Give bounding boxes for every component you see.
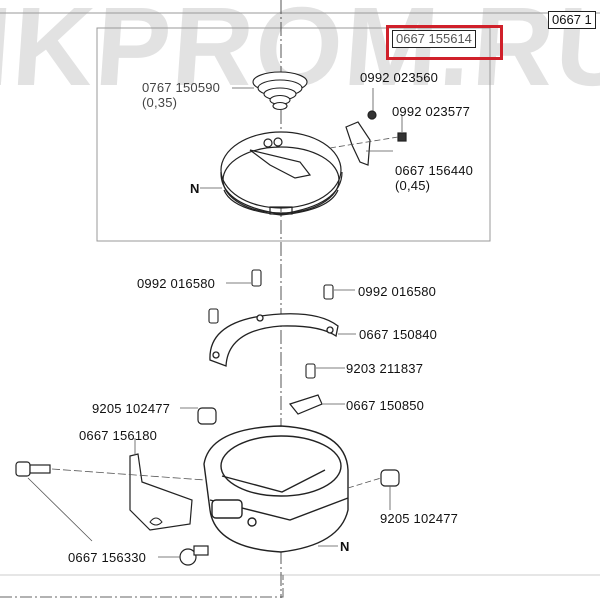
part-note: (0,45): [395, 178, 431, 193]
part-label[interactable]: 0667 150840: [359, 327, 438, 342]
part-label[interactable]: 0992 023560: [360, 70, 439, 85]
part-label[interactable]: 0992 016580: [358, 284, 437, 299]
set-screw-icon: [197, 407, 217, 425]
part-note: (0,35): [142, 95, 178, 110]
arc-plate-icon: [209, 313, 339, 367]
guard-icon: [129, 453, 193, 531]
marker-n-lower: N: [340, 539, 350, 554]
part-label[interactable]: 0667 156330: [68, 550, 147, 565]
part-label[interactable]: 0992 016580: [137, 276, 216, 291]
part-label[interactable]: 0667 156180: [79, 428, 158, 443]
part-label[interactable]: 9205 102477: [92, 401, 171, 416]
bobbin-cone-icon: [252, 71, 308, 111]
marker-n-upper: N: [190, 181, 200, 196]
upper-hook-icon: [220, 131, 343, 216]
part-label[interactable]: 0667 156440: [395, 163, 474, 178]
corner-part-label[interactable]: 0667 1: [548, 11, 596, 29]
highlight-box: [386, 25, 503, 60]
lever-icon: [288, 394, 323, 415]
highlighted-part-label[interactable]: 0667 155614: [392, 30, 476, 48]
part-label[interactable]: 0667 150850: [346, 398, 425, 413]
part-label[interactable]: 9205 102477: [380, 511, 459, 526]
hook-body-icon: [203, 425, 349, 553]
part-label[interactable]: 9203 211837: [346, 361, 424, 376]
part-label[interactable]: 0767 150590: [142, 80, 221, 95]
part-label[interactable]: 0992 023577: [392, 104, 471, 119]
